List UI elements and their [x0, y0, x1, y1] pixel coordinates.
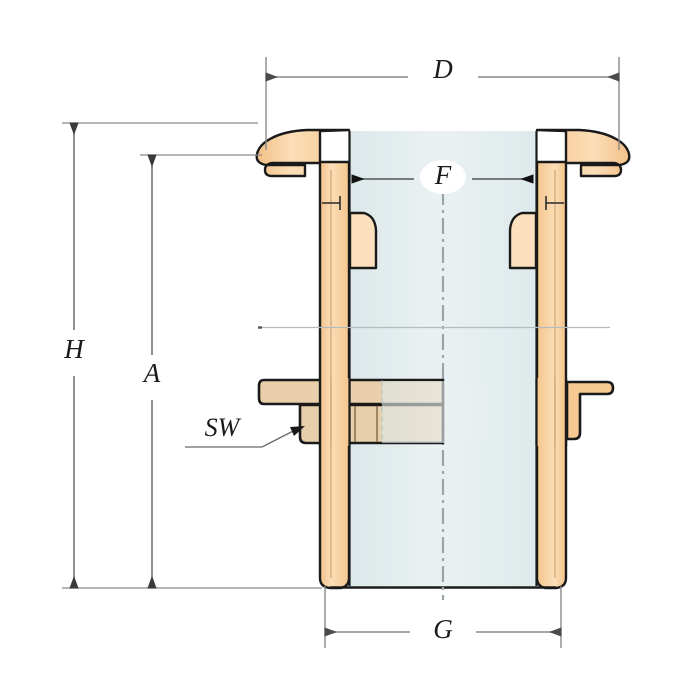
collar-assembly [257, 378, 615, 446]
collar-right-wall-overlay [537, 378, 566, 446]
right-internal-lug [508, 211, 538, 270]
left-internal-lug [348, 211, 378, 270]
dim-label-G: G [433, 614, 453, 644]
left-tube-wall [318, 160, 351, 590]
callout-label-SW: SW [205, 413, 242, 442]
dim-label-A: A [142, 358, 161, 388]
dimension-G: G [324, 586, 562, 648]
dim-label-F: F [434, 160, 452, 190]
right-flange-lip [535, 128, 631, 178]
dimension-F: F [351, 160, 534, 194]
dim-label-D: D [432, 54, 453, 84]
collar-left-wall-overlay [320, 378, 349, 446]
dim-label-H: H [63, 334, 85, 364]
collar-bore-overlay [382, 381, 536, 443]
callout-SW: SW [185, 413, 305, 448]
right-tube-wall [535, 160, 568, 590]
dim-F-label-backdrop [420, 160, 466, 194]
sw-arrowhead [290, 426, 305, 436]
dimension-A: A [140, 154, 262, 589]
left-flange-lip [255, 128, 351, 178]
centerlines [258, 160, 610, 600]
dimension-D: D [265, 54, 620, 150]
right-stepped-bracket [565, 380, 615, 441]
bore-interior [350, 131, 536, 586]
dimension-H: H [62, 122, 322, 589]
